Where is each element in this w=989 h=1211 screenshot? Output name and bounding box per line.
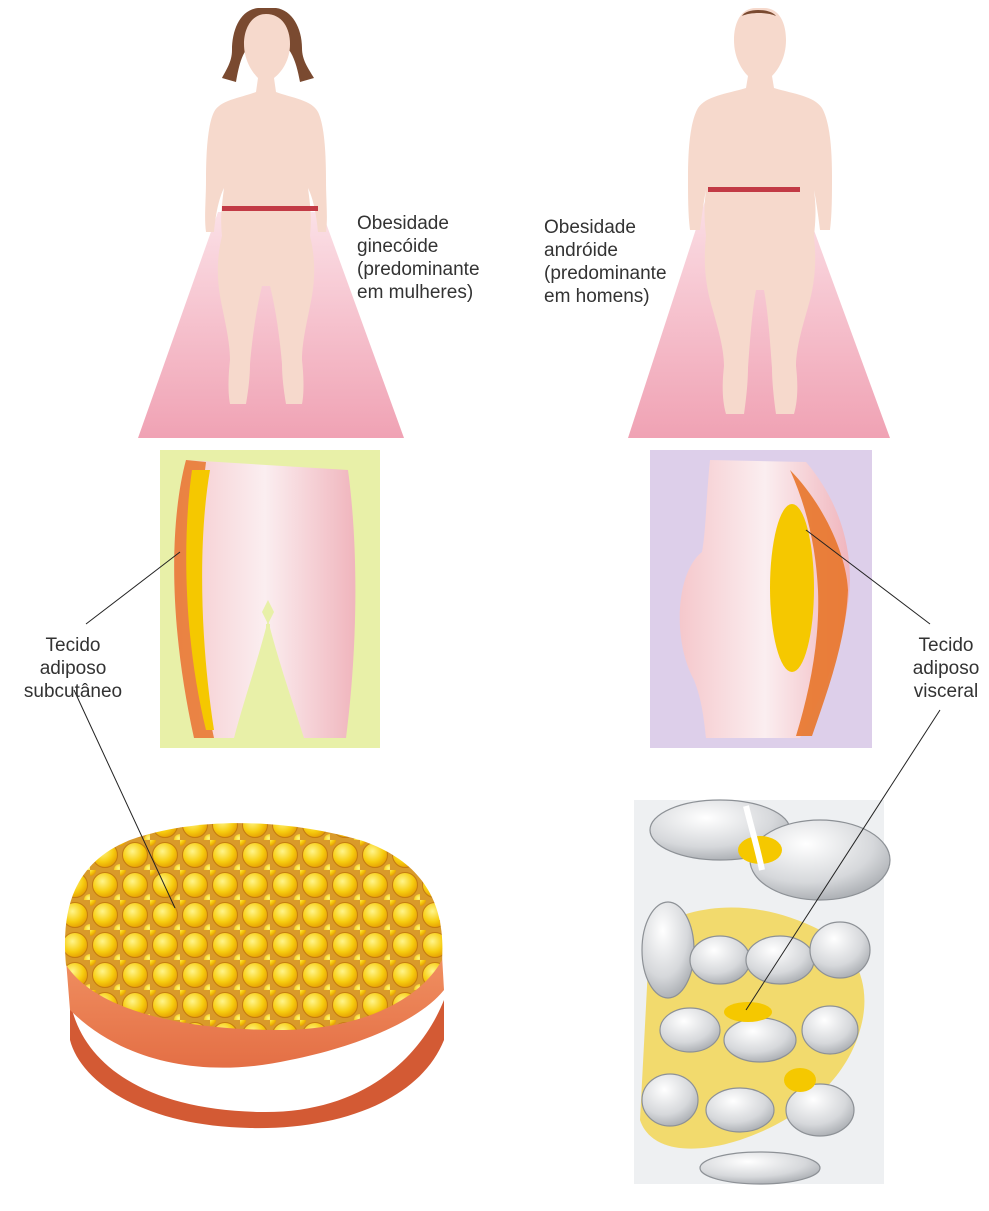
gynoid-label-line-2: ginecóide — [357, 235, 480, 258]
visceral-label-line-2: adiposo — [906, 657, 986, 680]
subcutaneous-label-line-1: Tecido — [14, 634, 132, 657]
gynoid-label-line-3: (predominante — [357, 258, 480, 281]
visceral-label-line-3: visceral — [906, 680, 986, 703]
gynoid-label-line-4: em mulheres) — [357, 281, 480, 304]
visceral-label-line-1: Tecido — [906, 634, 986, 657]
subcutaneous-label-line-2: adiposo — [14, 657, 132, 680]
gynoid-label-line-1: Obesidade — [357, 212, 480, 235]
android-figure — [628, 8, 890, 438]
android-label-line-1: Obesidade — [544, 216, 667, 239]
android-obesity-label: Obesidade andróide (predominante em home… — [544, 216, 667, 308]
visceral-tissue-label: Tecido adiposo visceral — [906, 634, 986, 703]
gynoid-hip-panel — [160, 450, 380, 748]
gynoid-obesity-label: Obesidade ginecóide (predominante em mul… — [357, 212, 480, 304]
android-abdomen-panel — [650, 450, 872, 748]
android-label-line-4: em homens) — [544, 285, 667, 308]
subcutaneous-tissue-label: Tecido adiposo subcutâneo — [14, 634, 132, 703]
gynoid-waist-band — [222, 206, 318, 211]
android-waist-band — [708, 187, 800, 192]
subcutaneous-label-line-3: subcutâneo — [14, 680, 132, 703]
visceral-fat-intestines — [634, 800, 890, 1184]
subcutaneous-fat-tissue — [65, 823, 444, 1128]
android-label-line-3: (predominante — [544, 262, 667, 285]
android-label-line-2: andróide — [544, 239, 667, 262]
